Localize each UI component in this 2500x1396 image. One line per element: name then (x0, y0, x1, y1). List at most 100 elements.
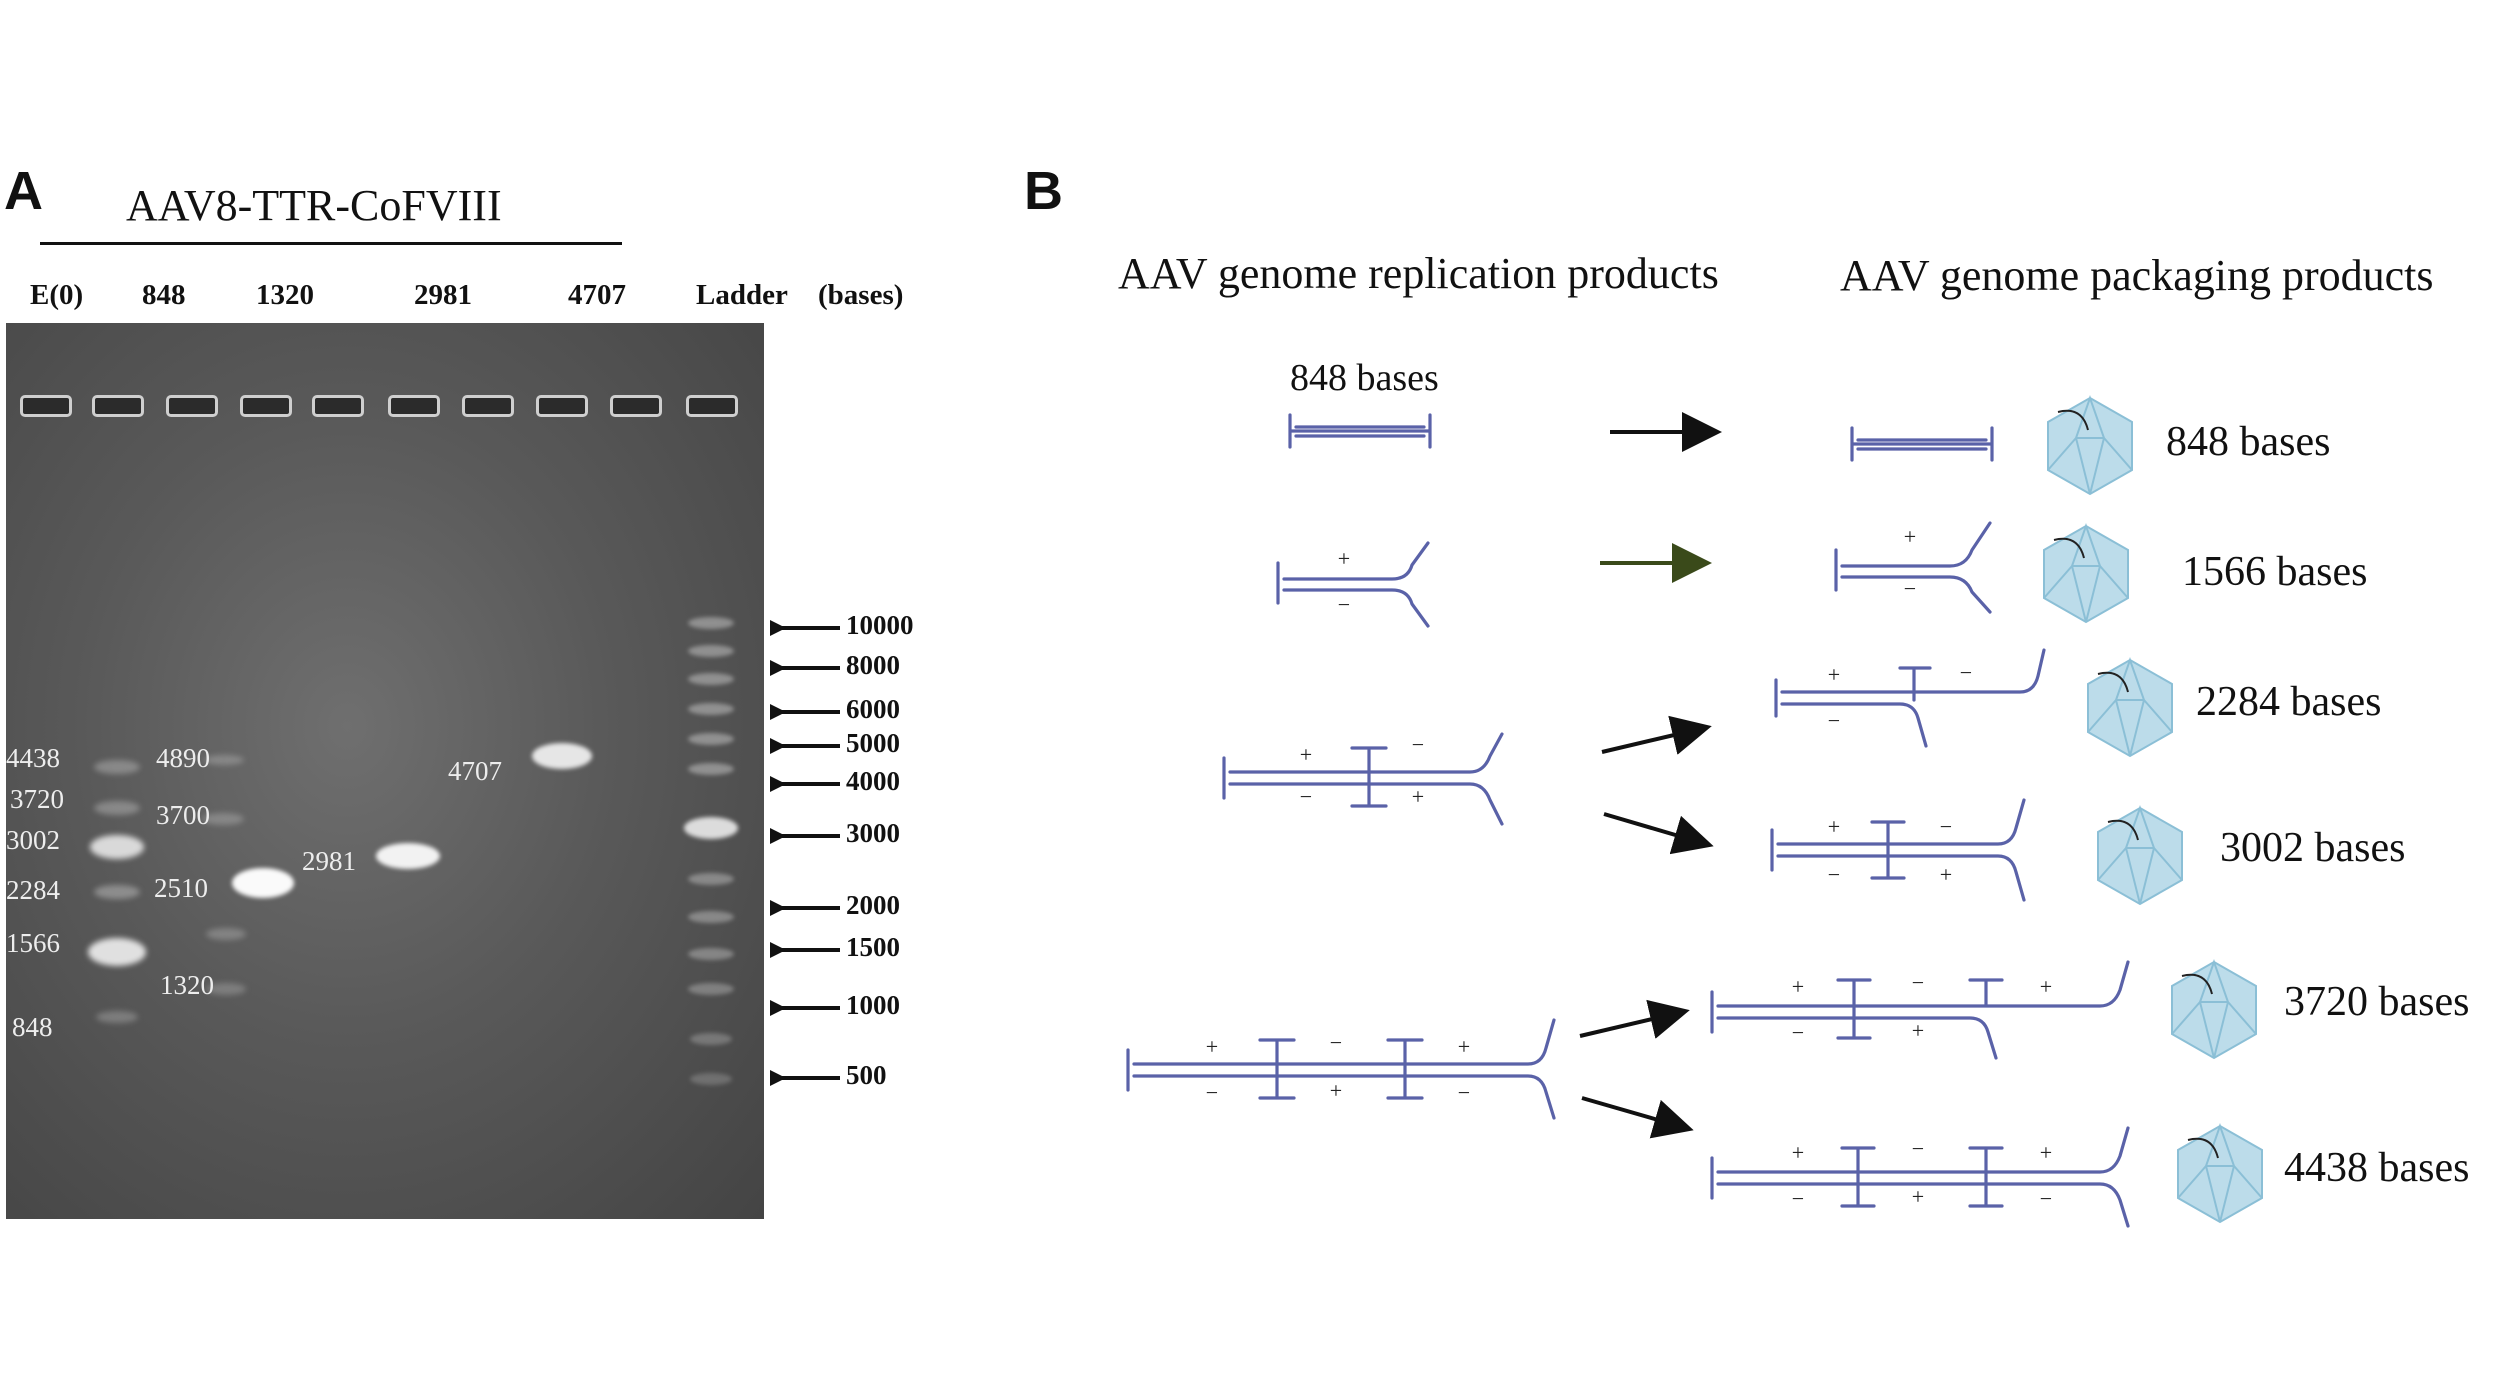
lane-label-1320: 1320 (256, 279, 314, 311)
ladder-band (690, 1073, 732, 1085)
gel-band (202, 813, 244, 825)
lane-label-2981: 2981 (414, 279, 472, 311)
gel-well (686, 395, 738, 417)
band-label: 2284 (6, 875, 60, 905)
minus-mark: − (1792, 1186, 1804, 1211)
gel-band (94, 760, 140, 774)
band-label: 4707 (448, 756, 502, 786)
ladder-band (688, 873, 734, 885)
gel-band (94, 885, 140, 899)
plus-mark: + (1338, 546, 1350, 571)
marker-label: 1500 (846, 932, 900, 962)
marker-arrows (770, 608, 840, 1098)
minus-mark: − (2040, 1186, 2052, 1211)
band-label: 2510 (154, 873, 208, 903)
minus-mark: − (1828, 862, 1840, 887)
minus-mark: − (1412, 732, 1424, 757)
band-label: 3720 (10, 784, 64, 814)
source-size-label: 848 bases (1290, 357, 1439, 399)
panel-b-letter: B (1024, 161, 1063, 221)
packaging-arrow (1581, 1096, 1694, 1139)
gel-well (20, 395, 72, 417)
gel-well (610, 395, 662, 417)
ladder-band (688, 733, 734, 745)
lane-label-e0: E(0) (30, 279, 84, 311)
plus-mark: + (1412, 784, 1424, 809)
ladder-band (688, 703, 734, 715)
capsid-icon (2097, 804, 2183, 906)
capsid-icon (2171, 958, 2257, 1060)
packaging-arrow (1579, 999, 1690, 1039)
ladder-band (688, 763, 734, 775)
product-size-label: 3720 bases (2284, 979, 2470, 1025)
band-label: 3700 (156, 800, 210, 830)
dna-trimer (1222, 732, 1504, 826)
minus-mark: − (1912, 1136, 1924, 1161)
gel-band (532, 743, 592, 769)
gel-well (166, 395, 218, 417)
gel-band (94, 801, 140, 815)
ladder-band (688, 983, 734, 995)
dna-monomer (1850, 426, 1994, 462)
gel-band (204, 755, 244, 765)
marker-label: 2000 (846, 890, 900, 920)
packaging-products-title: AAV genome packaging products (1840, 251, 2434, 300)
gel-well (462, 395, 514, 417)
packaging-schematic: + − + − + − − + + − − + − − + + − − + + … (1126, 394, 2263, 1228)
construct-title: AAV8-TTR-CoFVIII (126, 181, 502, 230)
dna-monomer (1288, 413, 1432, 449)
plus-mark: + (1940, 862, 1952, 887)
units-label: (bases) (818, 279, 904, 311)
marker-label: 500 (846, 1060, 887, 1090)
gel-band (96, 1011, 138, 1023)
band-label: 3002 (6, 825, 60, 855)
minus-mark: − (1206, 1080, 1218, 1105)
minus-mark: − (1960, 660, 1972, 685)
minus-mark: − (1300, 784, 1312, 809)
capsid-icon (2177, 1122, 2263, 1224)
product-size-label: 4438 bases (2284, 1145, 2470, 1191)
plus-mark: + (1912, 1018, 1924, 1043)
product-size-label: 1566 bases (2182, 549, 2368, 595)
minus-mark: − (1330, 1030, 1342, 1055)
marker-label: 6000 (846, 694, 900, 724)
product-size-label: 2284 bases (2196, 679, 2382, 725)
dna-trimer (1770, 798, 2026, 902)
lane-label-848: 848 (142, 279, 186, 311)
ladder-band (688, 617, 734, 629)
dna-tetramer-fragment (1710, 960, 2130, 1060)
plus-mark: + (1904, 524, 1916, 549)
marker-label: 5000 (846, 728, 900, 758)
plus-mark: + (1330, 1078, 1342, 1103)
plus-mark: + (1828, 814, 1840, 839)
construct-underline (40, 242, 622, 245)
gel-well (312, 395, 364, 417)
gel-band (376, 843, 440, 869)
minus-mark: − (1792, 1020, 1804, 1045)
packaging-arrow (1601, 715, 1712, 755)
band-label: 4890 (156, 743, 210, 773)
dna-dimer (1276, 541, 1430, 628)
capsid-icon (2087, 656, 2173, 758)
replication-products-title: AAV genome replication products (1118, 249, 1719, 298)
panel-a-letter: A (4, 161, 43, 221)
minus-mark: − (1458, 1080, 1470, 1105)
dna-tetramer (1126, 1018, 1556, 1120)
plus-mark: + (1206, 1034, 1218, 1059)
packaging-arrow (1603, 812, 1714, 855)
agarose-gel-image: 4438 3720 3002 2284 1566 848 4890 3700 2… (6, 323, 764, 1219)
ladder-band (688, 948, 734, 960)
gel-band (90, 835, 144, 859)
gel-band (232, 868, 294, 898)
minus-mark: − (1912, 970, 1924, 995)
product-size-label: 848 bases (2166, 419, 2331, 465)
lane-label-4707: 4707 (568, 279, 626, 311)
plus-mark: + (1912, 1184, 1924, 1209)
capsid-icon (2047, 394, 2133, 496)
gel-well (536, 395, 588, 417)
ladder-band (690, 1033, 732, 1045)
gel-band (206, 928, 246, 940)
marker-label: 3000 (846, 818, 900, 848)
minus-mark: − (1338, 592, 1350, 617)
band-label: 4438 (6, 743, 60, 773)
